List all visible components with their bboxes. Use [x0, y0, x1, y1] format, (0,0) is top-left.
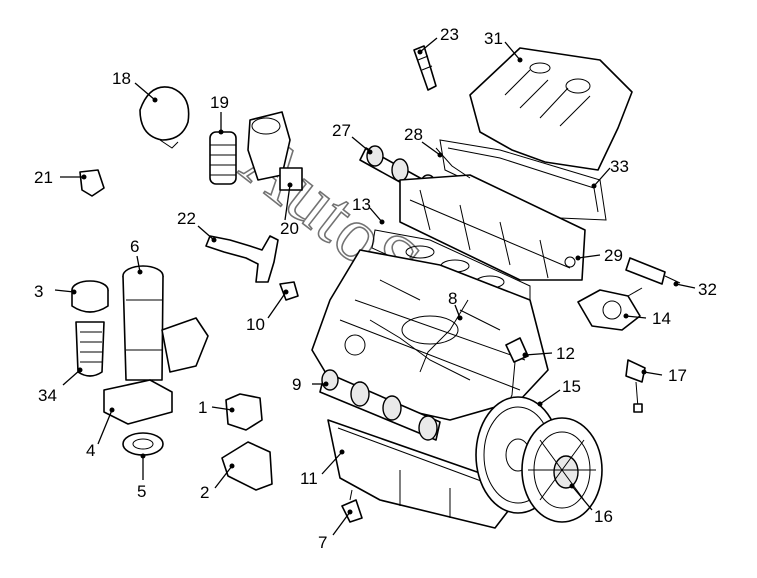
part-engine-block	[311, 249, 549, 421]
callout-31: 31	[484, 29, 503, 48]
part-7-drain-plug	[341, 489, 363, 523]
callout-7: 7	[318, 533, 327, 552]
callout-21: 21	[34, 168, 53, 187]
callout-32: 32	[698, 280, 717, 299]
part-29-cylinder-head	[399, 174, 586, 281]
part-5-seal	[122, 432, 164, 456]
callout-19: 19	[210, 93, 229, 112]
part-21-fitting	[79, 169, 105, 197]
part-2-bracket	[221, 441, 273, 491]
callout-9: 9	[292, 375, 301, 394]
part-32-sensor	[625, 257, 681, 285]
callout-2: 2	[200, 483, 209, 502]
callout-33: 33	[610, 157, 629, 176]
callout-4: 4	[86, 441, 95, 460]
part-34-filter-element	[75, 321, 105, 377]
part-17-sensor	[625, 359, 646, 413]
callout-20: 20	[280, 219, 299, 238]
part-9-crankshaft	[319, 369, 441, 441]
part-20-filter-housing	[247, 111, 303, 191]
part-16-clutch	[521, 417, 603, 523]
callout-12: 12	[556, 344, 575, 363]
callout-23: 23	[440, 25, 459, 44]
callout-14: 14	[652, 309, 671, 328]
callout-1: 1	[198, 398, 207, 417]
part-3-cap	[71, 280, 109, 313]
part-6-filter-housing	[122, 265, 209, 381]
callout-5: 5	[137, 482, 146, 501]
callout-22: 22	[177, 209, 196, 228]
callout-11: 11	[300, 469, 318, 488]
callout-18: 18	[112, 69, 131, 88]
callout-34: 34	[38, 386, 57, 405]
part-22-hose	[205, 235, 279, 283]
callout-17: 17	[668, 366, 687, 385]
part-18-reservoir	[139, 86, 190, 149]
part-14-housing	[577, 287, 643, 331]
part-19-filter	[209, 131, 237, 185]
part-4-base	[103, 379, 173, 425]
callout-27: 27	[332, 121, 351, 140]
callout-13: 13	[352, 195, 371, 214]
callout-28: 28	[404, 125, 423, 144]
callout-numbers: 18 19 21 22 20 23 31 27 28 33 13 29 32 1…	[34, 25, 717, 552]
callout-10: 10	[246, 315, 265, 334]
callout-15: 15	[562, 377, 581, 396]
callout-3: 3	[34, 282, 43, 301]
callout-6: 6	[130, 237, 139, 256]
part-23-spark-plug	[413, 45, 437, 91]
leader-lines	[54, 37, 696, 536]
callout-8: 8	[448, 289, 457, 308]
part-1-mount	[225, 393, 263, 431]
callout-29: 29	[604, 246, 623, 265]
part-31-engine-cover	[469, 47, 633, 171]
callout-16: 16	[594, 507, 613, 526]
